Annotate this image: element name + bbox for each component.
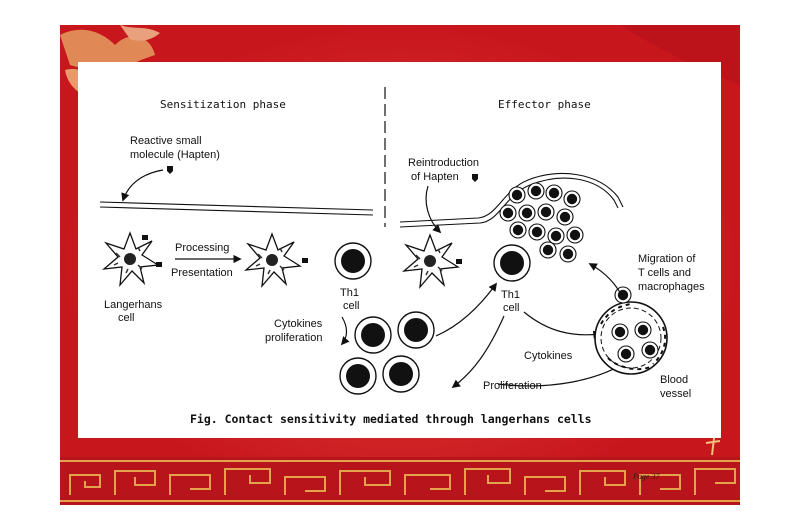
th1-label-sens-line1: Th1: [340, 287, 359, 299]
langerhans-cell-2: [245, 233, 301, 287]
proliferated-t-cell-1: [354, 316, 392, 354]
cytokines-prolif-label-line1: Cytokines: [274, 318, 323, 330]
hapten-marker-effector: [472, 174, 478, 182]
th1-label-sens-line2: cell: [343, 300, 360, 312]
skin-surface-effector: [399, 172, 624, 223]
proliferation-arrow-sens: [340, 316, 350, 346]
hapten-label-line1: Reactive small: [130, 135, 202, 147]
cytokines-prolif-label-line2: proliferation: [265, 332, 322, 344]
processing-label: Processing: [175, 242, 229, 254]
hapten-marker: [167, 166, 173, 174]
th1-label-eff-line1: Th1: [501, 289, 520, 301]
langerhans-label-line2: cell: [118, 312, 135, 324]
hapten-arrow: [121, 169, 164, 202]
presentation-label: Presentation: [171, 267, 233, 279]
proliferation-return-arrow: [451, 315, 505, 389]
reintro-label-line2: of Hapten: [411, 171, 459, 183]
blood-vessel-label-line2: vessel: [660, 388, 691, 400]
th1-cell-sensitization: [334, 242, 372, 280]
migration-label-line1: Migration of: [638, 253, 696, 265]
contact-sensitivity-diagram: Sensitization phase Effector phase React…: [99, 87, 705, 426]
migration-arrow: [588, 263, 625, 301]
proliferated-t-cell-4: [382, 355, 420, 393]
phase-title-sensitization: Sensitization phase: [160, 98, 286, 111]
figure-caption: Fig. Contact sensitivity mediated throug…: [190, 412, 592, 426]
proliferated-t-cell-3: [339, 357, 377, 395]
langerhans-label-line1: Langerhans: [104, 299, 163, 311]
migration-label-line2: T cells and: [638, 267, 691, 279]
cytokines-arrow: [523, 311, 602, 339]
langerhans-cell-effector: [403, 234, 459, 288]
proliferated-t-cell-2: [397, 311, 435, 349]
cytokines-label: Cytokines: [524, 350, 573, 362]
th1-label-eff-line2: cell: [503, 302, 520, 314]
content-panel: Sensitization phase Effector phase React…: [78, 62, 721, 438]
reintro-label-line1: Reintroduction: [408, 157, 479, 169]
th1-cell-effector: [493, 244, 531, 282]
phase-title-effector: Effector phase: [498, 98, 591, 111]
reintro-arrow: [425, 185, 442, 234]
proliferation-label: Proliferation: [483, 380, 542, 392]
skin-surface-sensitization: [99, 201, 374, 216]
blood-vessel: [594, 301, 668, 375]
blood-vessel-label-line1: Blood: [660, 374, 688, 386]
migration-label-line3: macrophages: [638, 281, 705, 293]
hapten-label-line2: molecule (Hapten): [130, 149, 220, 161]
page-number: Page 37: [633, 472, 660, 481]
langerhans-cell-1: [103, 232, 159, 286]
lattice-border: [60, 457, 740, 505]
recirculation-arrow: [435, 282, 497, 337]
